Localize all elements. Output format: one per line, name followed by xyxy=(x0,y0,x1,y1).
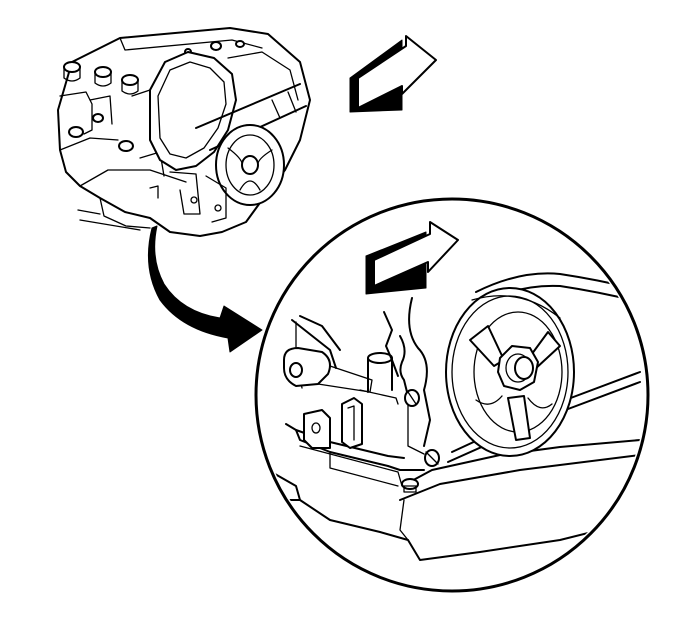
engine-overview xyxy=(57,27,311,237)
crank-pulley xyxy=(445,287,575,457)
boss-fitting xyxy=(283,347,373,393)
zoom-detail-view xyxy=(254,197,650,593)
bracket-tab-left xyxy=(303,409,331,449)
bracket-tab-right xyxy=(341,397,363,449)
zoom-callout-arrow-icon xyxy=(147,225,263,353)
bolt-bottom xyxy=(401,478,419,493)
forward-direction-arrow-icon xyxy=(365,221,459,295)
plug-boss-row xyxy=(63,40,245,152)
forward-direction-arrow-icon xyxy=(349,35,437,113)
bolt-lower xyxy=(424,449,440,467)
overview-crank-pulley xyxy=(215,124,285,206)
bolt-upper xyxy=(404,389,420,407)
sensor-fitting xyxy=(359,352,399,405)
